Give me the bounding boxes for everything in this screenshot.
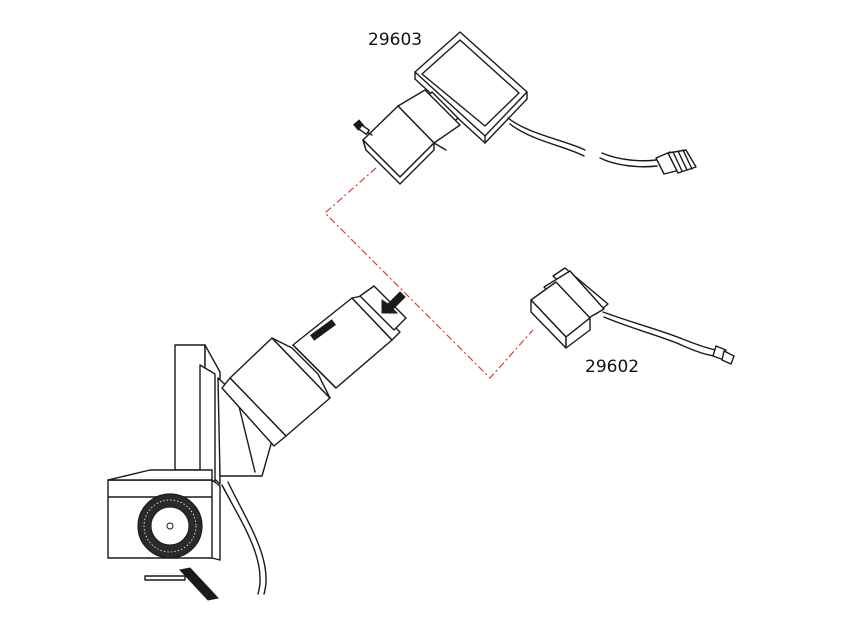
camera-29603: 29603	[353, 30, 697, 185]
insert-arrow-icon	[381, 291, 406, 314]
microscope-stand	[107, 469, 267, 601]
part-number-label-29603: 29603	[368, 30, 422, 50]
connector-dashdot-line	[324, 167, 534, 379]
part-number-label-29602: 29602	[585, 357, 639, 377]
camera-29602: 29602	[530, 267, 735, 377]
microscope-head	[174, 285, 407, 485]
